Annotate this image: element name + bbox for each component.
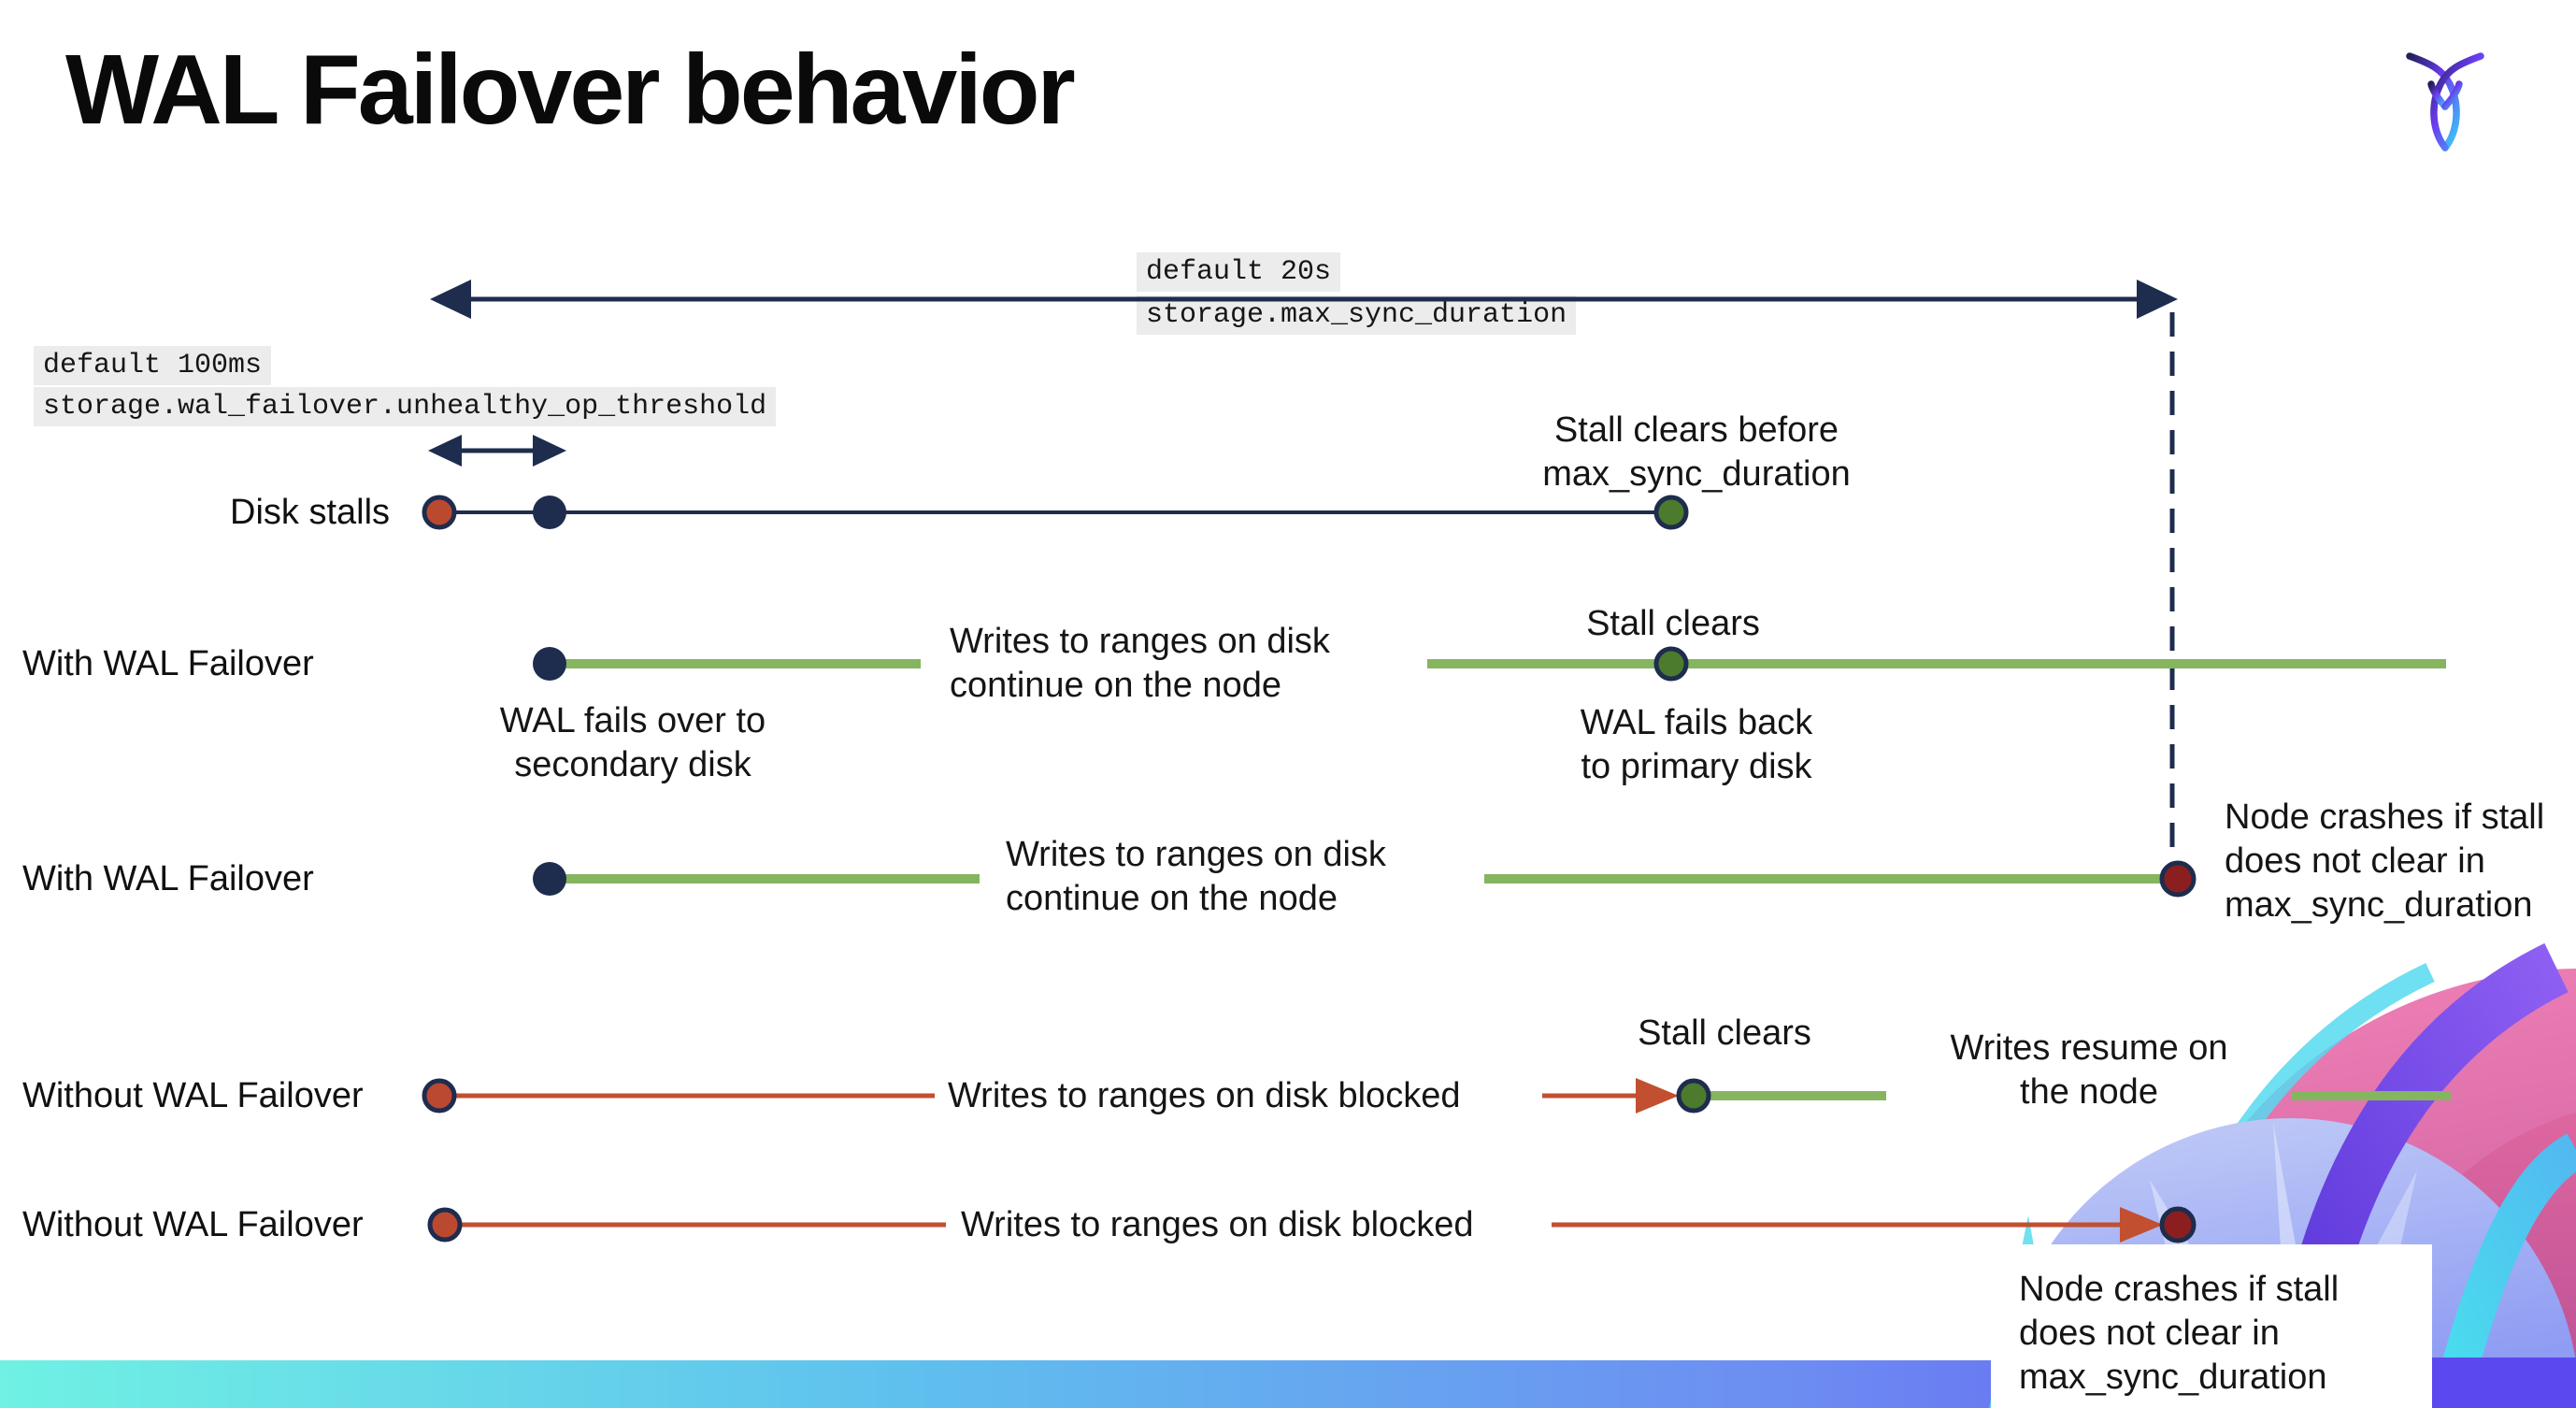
note-stall-clears-before: Stall clears before max_sync_duration [1542, 410, 1851, 494]
unhealthy-op-default-label: default 100ms [34, 346, 272, 385]
failover-threshold-dot [533, 496, 566, 529]
arrowhead-right-icon [2137, 280, 2178, 319]
cockroachdb-logo-icon [2406, 52, 2484, 151]
failover-dot [533, 862, 566, 896]
stall-clears-dot [1653, 495, 1689, 530]
disk-stall-start-dot [427, 1207, 463, 1243]
max-sync-default-label: default 20s [1137, 252, 1341, 292]
node-crash-dot [2159, 860, 2197, 898]
note-writes-continue-2: Writes to ranges on disk continue on the… [1006, 835, 1386, 918]
disk-stall-start-dot [422, 495, 457, 530]
note-writes-blocked-1: Writes to ranges on disk blocked [948, 1076, 1461, 1115]
arrowhead-right-icon [1636, 1078, 1679, 1113]
art-purple-strip [2430, 1358, 2576, 1408]
row-label-with-wal-1: With WAL Failover [22, 644, 314, 683]
stall-clears-dot [1676, 1078, 1711, 1113]
disk-stall-start-dot [422, 1078, 457, 1113]
note-node-crashes-1: Node crashes if stall does not clear in … [2225, 797, 2545, 925]
note-wal-fails-over: WAL fails over to secondary disk [499, 701, 766, 784]
art-cyan-leg [2430, 1133, 2576, 1408]
with-wal-1-timeline [533, 646, 2446, 682]
crash-note-box [1991, 1244, 2432, 1408]
note-stall-clears-2: Stall clears [1638, 1013, 1811, 1053]
stall-clears-dot [1653, 646, 1689, 682]
page-title: WAL Failover behavior [65, 35, 1076, 145]
note-stall-clears-1: Stall clears [1586, 604, 1760, 643]
row-label-without-wal-2: Without WAL Failover [22, 1205, 364, 1244]
note-writes-continue-1: Writes to ranges on disk continue on the… [950, 622, 1330, 705]
max-sync-setting-label: storage.max_sync_duration [1137, 295, 1577, 335]
with-wal-2-timeline [533, 860, 2197, 898]
row-label-with-wal-2: With WAL Failover [22, 859, 314, 898]
note-writes-resume: Writes resume on the node [1950, 1028, 2228, 1112]
arrowhead-right-icon [2120, 1207, 2163, 1243]
note-writes-blocked-2: Writes to ranges on disk blocked [961, 1205, 1474, 1244]
without-wal-1-timeline [422, 1078, 2451, 1113]
failover-dot [533, 647, 566, 681]
row-label-disk-stalls: Disk stalls [230, 493, 391, 532]
arrowhead-right-icon [533, 435, 566, 467]
unhealthy-op-setting-label: storage.wal_failover.unhealthy_op_thresh… [34, 387, 777, 426]
disk-stalls-timeline [422, 495, 1689, 530]
row-label-without-wal-1: Without WAL Failover [22, 1076, 364, 1115]
arrowhead-left-icon [428, 435, 462, 467]
note-node-crashes-2: Node crashes if stall does not clear in … [2019, 1270, 2340, 1397]
measurement-arrows [428, 280, 2178, 858]
node-crash-dot [2159, 1206, 2197, 1243]
note-wal-fails-back: WAL fails back to primary disk [1580, 703, 1813, 786]
without-wal-2-timeline [427, 1206, 2197, 1243]
arrowhead-left-icon [430, 280, 471, 319]
